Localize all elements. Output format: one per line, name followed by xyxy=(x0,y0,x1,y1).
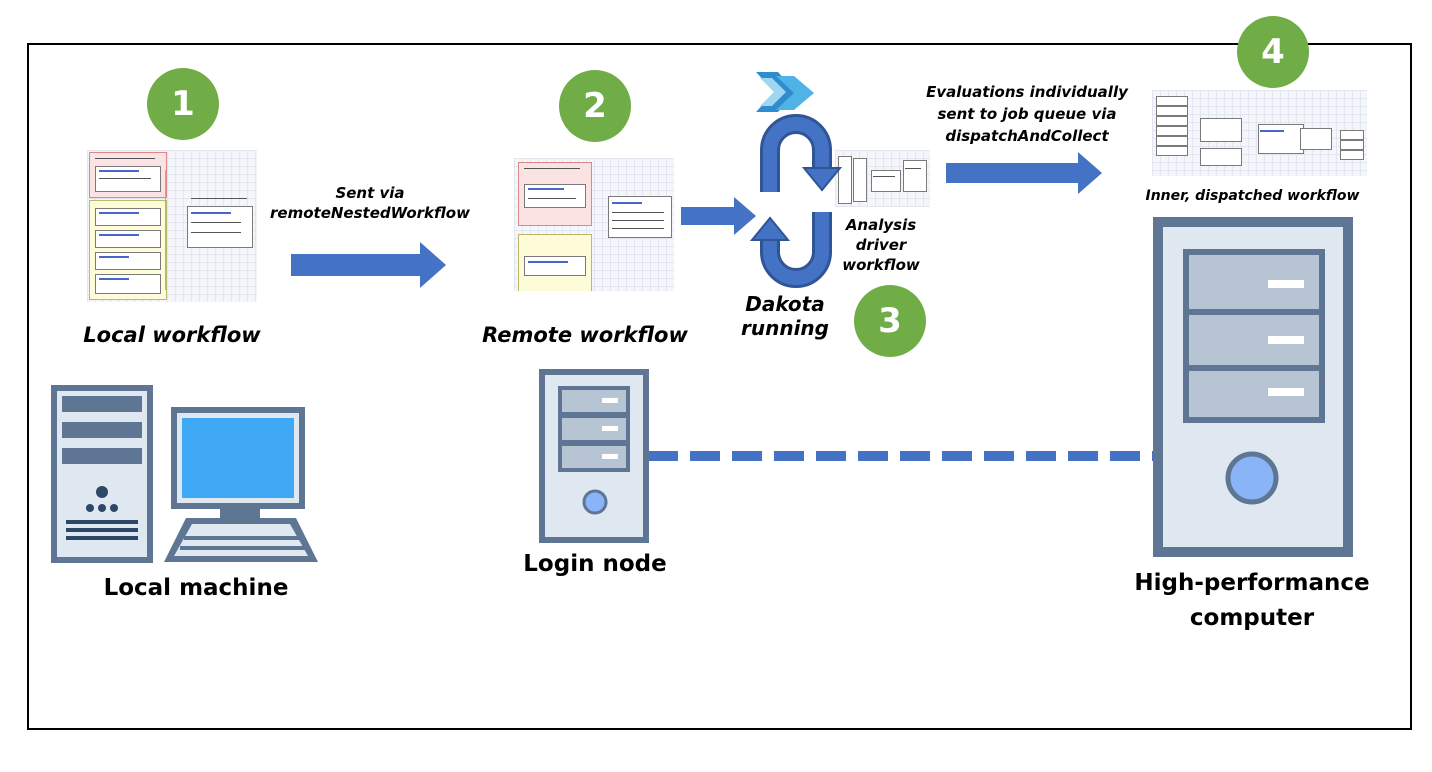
local-machine-label: Local machine xyxy=(103,575,289,601)
step-badge-2: 2 xyxy=(559,70,631,142)
remote-workflow-label: Remote workflow xyxy=(482,323,688,347)
remote-workflow-thumbnail xyxy=(514,158,674,291)
analysis-driver-label-line1: Analysis xyxy=(845,216,917,234)
local-workflow-thumbnail xyxy=(87,150,257,302)
evaluations-label-line2: sent to job queue via xyxy=(937,105,1117,123)
dakota-chevron-logo-icon xyxy=(756,72,814,112)
sent-via-label-line2: remoteNestedWorkflow xyxy=(270,204,470,222)
server-tower-icon xyxy=(539,369,649,543)
connection-dashed-line xyxy=(648,451,1154,461)
inner-dispatched-workflow-thumbnail xyxy=(1152,90,1367,176)
diagram-frame xyxy=(27,43,1412,730)
desktop-computer-icon xyxy=(51,385,318,563)
evaluations-label-line1: Evaluations individually xyxy=(926,83,1128,101)
dakota-running-label-line1: Dakota xyxy=(745,292,825,316)
evaluations-label-line3: dispatchAndCollect xyxy=(945,127,1109,145)
hpc-label-line2: computer xyxy=(1189,605,1315,631)
arrow-remote-to-dakota xyxy=(681,197,756,235)
arrow-local-to-remote xyxy=(291,242,446,288)
hpc-server-tower-icon xyxy=(1153,217,1353,557)
hpc-label-line1: High-performance xyxy=(1134,570,1370,596)
step-badge-1: 1 xyxy=(147,68,219,140)
analysis-driver-label-line3: workflow xyxy=(842,256,920,274)
analysis-driver-label-line2: driver xyxy=(855,236,907,254)
local-workflow-label: Local workflow xyxy=(83,323,261,347)
analysis-driver-workflow-thumbnail xyxy=(835,150,930,207)
dakota-running-label-line2: running xyxy=(741,316,829,340)
inner-workflow-label: Inner, dispatched workflow xyxy=(1145,188,1360,204)
circular-loop-arrow-icon xyxy=(749,114,843,288)
step-badge-4: 4 xyxy=(1237,16,1309,88)
sent-via-label-line1: Sent via xyxy=(335,184,405,202)
login-node-label: Login node xyxy=(523,551,667,577)
step-badge-3: 3 xyxy=(854,285,926,357)
arrow-to-job-queue xyxy=(946,152,1102,194)
